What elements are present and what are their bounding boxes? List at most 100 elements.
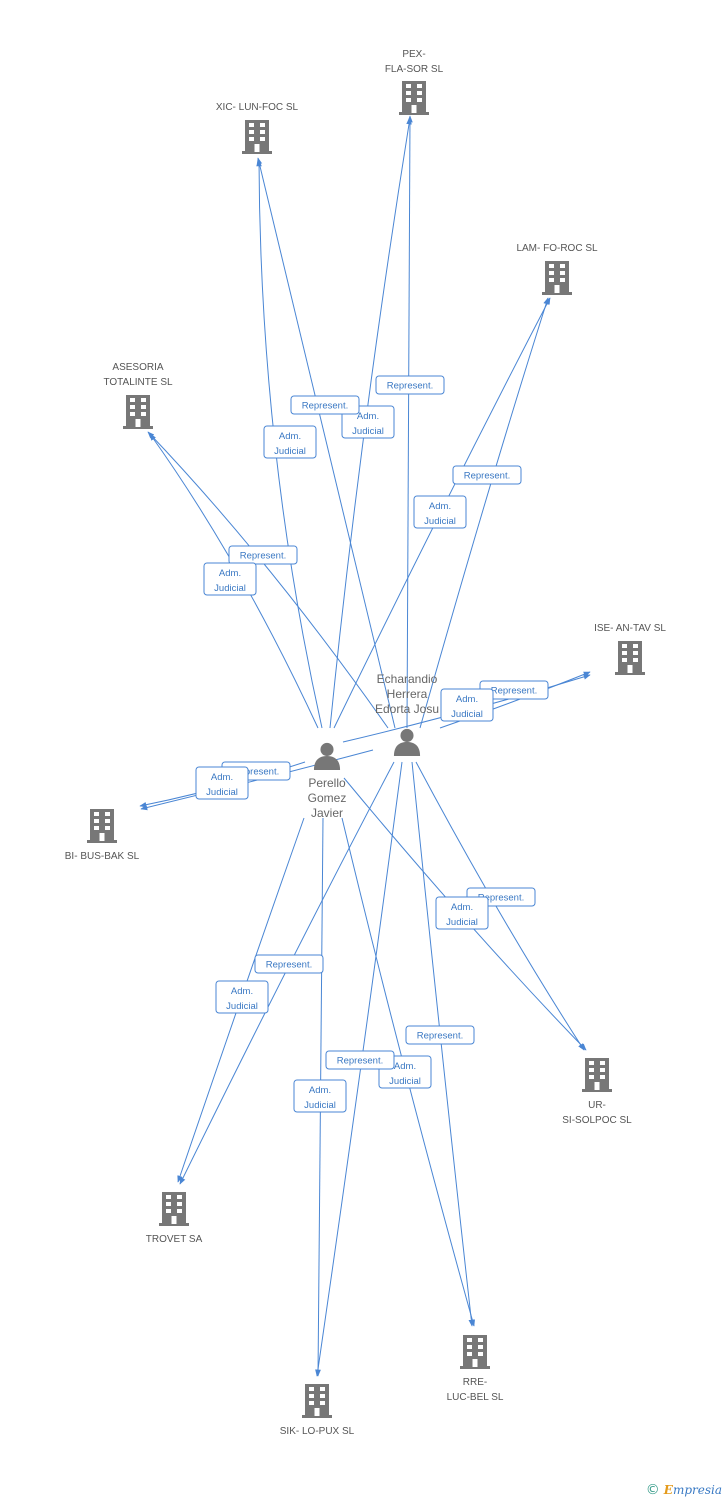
- edge-label-16[interactable]: Adm.Judicial: [215, 980, 269, 1014]
- edge-label-text: Represent.: [387, 381, 433, 392]
- edge-label-text: Adm.: [456, 694, 478, 705]
- nodes-layer: PEX- FLA-SOR SL XIC- LUN-FOC SL LAM- FO-ROC…: [65, 49, 667, 1437]
- building-icon: [615, 641, 645, 675]
- edge-label-box: [195, 766, 249, 800]
- edge-label-19[interactable]: Represent.: [325, 1050, 395, 1070]
- edge-line-7: [147, 431, 389, 729]
- brand-name: mpresia: [672, 1483, 722, 1497]
- edge-label-text: Judicial: [352, 426, 384, 437]
- edge-label-box: [215, 980, 269, 1014]
- edges-layer: [139, 115, 591, 1377]
- edge-label-15[interactable]: Represent.: [254, 954, 324, 974]
- company-label: ISE- AN-TAV SL: [594, 623, 666, 634]
- edge-label-20[interactable]: Adm.Judicial: [293, 1079, 347, 1113]
- edge-label-box: [440, 688, 494, 722]
- company-label: PEX-: [402, 49, 425, 60]
- edge-label-box: [435, 896, 489, 930]
- company-node-lam[interactable]: LAM- FO-ROC SL: [516, 243, 598, 295]
- company-label: SIK- LO-PUX SL: [280, 1426, 355, 1437]
- company-node-bi[interactable]: BI- BUS-BAK SL: [65, 809, 140, 862]
- brand-logo: Empresia: [664, 1483, 722, 1497]
- company-node-ur[interactable]: UR- SI-SOLPOC SL: [562, 1058, 632, 1126]
- footer-brand: © Empresia: [646, 1482, 722, 1498]
- edge-label-text: Represent.: [266, 960, 312, 971]
- edge-label-text: Adm.: [279, 431, 301, 442]
- building-icon: [582, 1058, 612, 1092]
- company-label: RRE-: [463, 1377, 487, 1388]
- person-icon: [313, 742, 341, 770]
- edge-line-1: [406, 115, 413, 729]
- edge-label-4[interactable]: Adm. Judicial: [263, 425, 317, 459]
- building-icon: [242, 120, 272, 154]
- person-label: Herrera: [387, 687, 428, 701]
- edge-label-8[interactable]: Adm.Judicial: [203, 562, 257, 596]
- copyright-icon: ©: [645, 1482, 660, 1498]
- edge-label-text: Judicial: [446, 917, 478, 928]
- edge-label-text: Adm.: [211, 772, 233, 783]
- company-node-trovet[interactable]: TROVET SA: [146, 1192, 203, 1245]
- building-icon: [87, 809, 117, 843]
- company-label: SI-SOLPOC SL: [562, 1115, 632, 1126]
- company-label: UR-: [588, 1100, 606, 1111]
- company-node-ise[interactable]: ISE- AN-TAV SL: [594, 623, 666, 675]
- company-node-pex[interactable]: PEX- FLA-SOR SL: [385, 49, 444, 115]
- edge-label-7[interactable]: Represent.: [228, 545, 298, 565]
- edge-label-text: Represent.: [337, 1056, 383, 1067]
- edge-line-13: [415, 761, 585, 1051]
- building-icon: [399, 81, 429, 115]
- edge-label-1[interactable]: Represent.: [375, 375, 445, 395]
- edge-label-text: Judicial: [274, 446, 306, 457]
- edge-label-text: Judicial: [214, 583, 246, 594]
- company-node-rre[interactable]: RRE- LUC-BEL SL: [447, 1335, 504, 1403]
- building-icon: [542, 261, 572, 295]
- person-label: Edorta Josu: [375, 702, 439, 716]
- edge-line-5: [419, 297, 549, 729]
- edge-label-box: [375, 375, 445, 395]
- person-label: Perello: [308, 776, 346, 790]
- edge-label-5[interactable]: Represent.: [452, 465, 522, 485]
- person-icon: [393, 728, 421, 756]
- edge-label-10[interactable]: Adm.Judicial: [440, 688, 494, 722]
- company-label: FLA-SOR SL: [385, 64, 444, 75]
- edge-label-box: [413, 495, 467, 529]
- person-label: Echarandio: [377, 672, 438, 686]
- edge-label-text: Represent.: [478, 893, 524, 904]
- edge-label-box: [203, 562, 257, 596]
- edge-label-text: Represent.: [417, 1031, 463, 1042]
- edge-label-text: Adm.: [451, 902, 473, 913]
- edge-label-text: Judicial: [206, 787, 238, 798]
- edge-label-text: Judicial: [226, 1001, 258, 1012]
- building-icon: [159, 1192, 189, 1226]
- company-node-sik[interactable]: SIK- LO-PUX SL: [280, 1384, 355, 1437]
- edge-line-3: [256, 157, 396, 729]
- company-node-xic[interactable]: XIC- LUN-FOC SL: [216, 102, 299, 154]
- company-label: LAM- FO-ROC SL: [516, 243, 598, 254]
- edge-labels-layer: Represent.Adm.JudicialRepresent.Adm.Judi…: [195, 375, 549, 1113]
- edge-label-text: Judicial: [424, 516, 456, 527]
- edge-label-6[interactable]: Adm. Judicial: [413, 495, 467, 529]
- person-label: Gomez: [308, 791, 347, 805]
- edge-label-text: Adm.: [357, 411, 379, 422]
- edge-label-3[interactable]: Represent.: [290, 395, 360, 415]
- edge-line-9: [439, 671, 591, 729]
- company-label: LUC-BEL SL: [447, 1392, 504, 1403]
- edge-label-box: [290, 395, 360, 415]
- edge-label-box: [405, 1025, 475, 1045]
- edge-label-text: Judicial: [304, 1100, 336, 1111]
- edge-label-17[interactable]: Represent.: [405, 1025, 475, 1045]
- company-label: XIC- LUN-FOC SL: [216, 102, 299, 113]
- edge-label-text: Adm.: [429, 501, 451, 512]
- edge-label-text: Represent.: [464, 471, 510, 482]
- company-label: ASESORIA: [112, 362, 163, 373]
- company-label: BI- BUS-BAK SL: [65, 851, 140, 862]
- edge-label-12[interactable]: Adm. Judicial: [195, 766, 249, 800]
- edge-label-14[interactable]: Adm. Judicial: [435, 896, 489, 930]
- building-icon: [123, 395, 153, 429]
- edge-label-box: [293, 1079, 347, 1113]
- building-icon: [302, 1384, 332, 1418]
- edge-line-19: [315, 761, 403, 1377]
